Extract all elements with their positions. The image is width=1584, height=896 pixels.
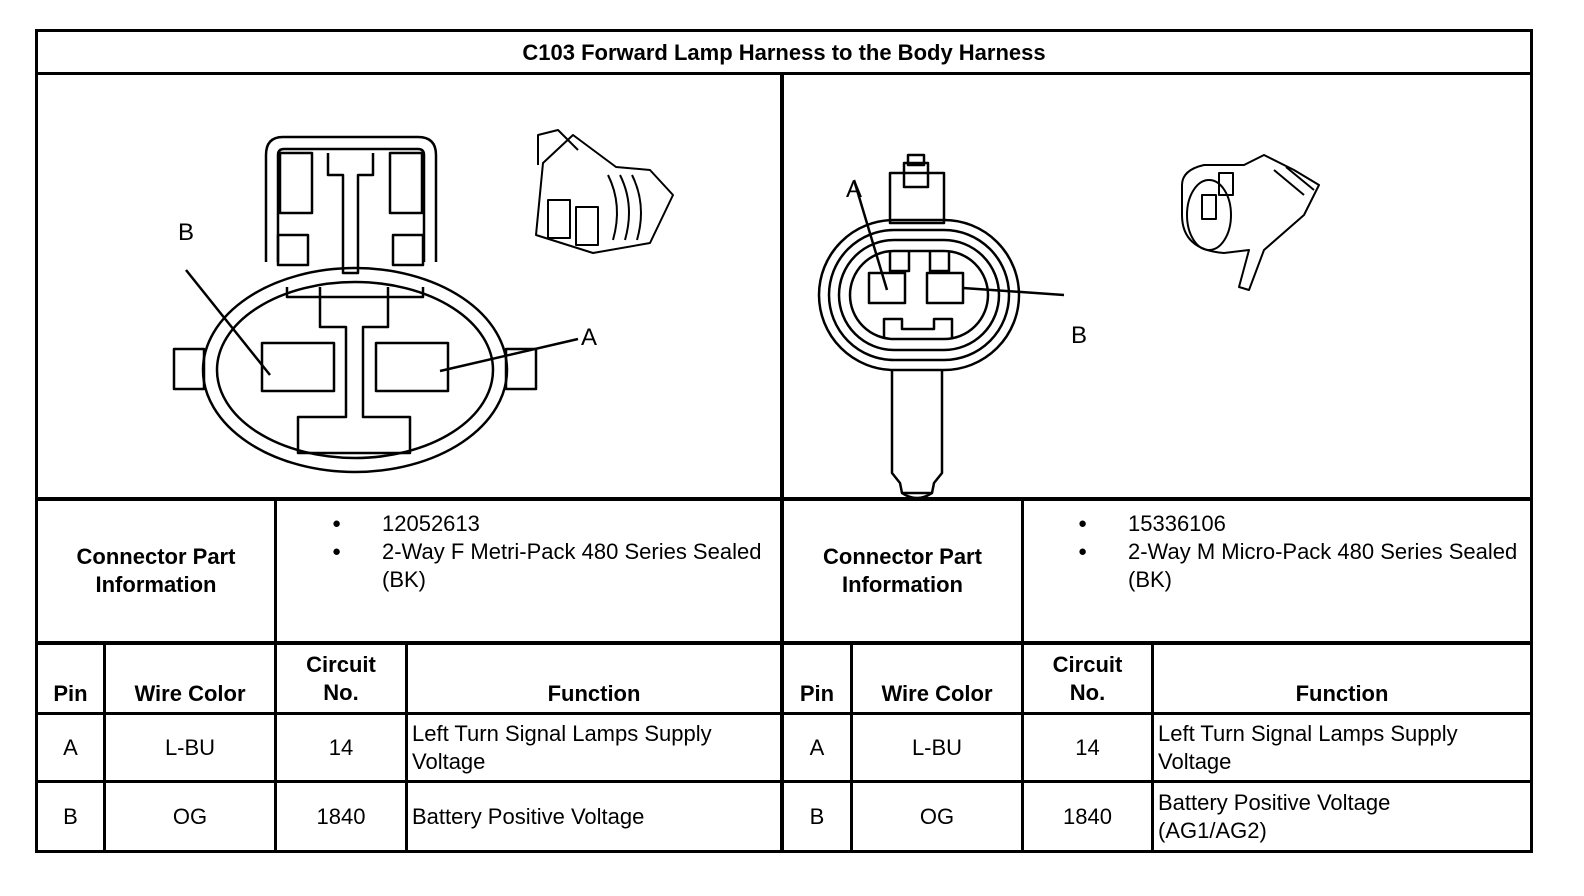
column-header-circuit: Circuit No. <box>306 651 376 705</box>
column-header-circuit: Circuit No. <box>1052 651 1123 705</box>
table-cell-function: Battery Positive Voltage (AG1/AG2) <box>1158 789 1391 843</box>
table-cell-wire-color: L-BU <box>164 734 216 760</box>
part-info-list: 15336106 2-Way M Micro-Pack 480 Series S… <box>1078 510 1518 594</box>
divider <box>103 641 106 850</box>
divider <box>1021 497 1024 850</box>
table-cell-pin: A <box>63 734 78 760</box>
connector-face-diagram-right: A B <box>817 153 1320 497</box>
pin-b-label: A <box>581 324 597 351</box>
table-cell-circuit: 14 <box>328 734 354 760</box>
table-cell-function: Left Turn Signal Lamps Supply Voltage <box>412 720 712 774</box>
divider <box>38 641 1530 645</box>
part-info-list: 12052613 2-Way F Metri-Pack 480 Series S… <box>332 510 772 594</box>
table-cell-circuit: 1840 <box>316 803 366 829</box>
divider <box>780 72 784 850</box>
divider <box>1151 641 1154 850</box>
divider <box>38 780 1530 783</box>
divider <box>850 641 853 850</box>
pin-b-label: B <box>1071 322 1087 349</box>
column-header-function: Function <box>547 681 641 706</box>
table-cell-pin: A <box>809 734 825 760</box>
page-title: C103 Forward Lamp Harness to the Body Ha… <box>522 40 1046 65</box>
table-cell-function: Left Turn Signal Lamps Supply Voltage <box>1158 720 1458 774</box>
table-cell-pin: B <box>809 803 825 829</box>
table-cell-function: Battery Positive Voltage <box>412 803 645 829</box>
connector-part-info-label: Connector Part Information <box>823 544 982 597</box>
connector-face-diagram-left: B A <box>172 129 674 474</box>
column-header-wire-color: Wire Color <box>134 681 246 706</box>
divider <box>274 497 277 850</box>
table-cell-pin: B <box>63 803 78 829</box>
divider <box>38 712 1530 715</box>
connector-part-info-label: Connector Part Information <box>76 544 236 597</box>
table-cell-wire-color: L-BU <box>911 734 963 760</box>
connector-sheet: C103 Forward Lamp Harness to the Body Ha… <box>35 29 1533 853</box>
column-header-wire-color: Wire Color <box>881 681 993 706</box>
column-header-pin: Pin <box>53 681 88 706</box>
column-header-function: Function <box>1295 681 1389 706</box>
part-number: 12052613 <box>332 510 772 538</box>
column-header-pin: Pin <box>799 681 835 706</box>
pin-a-label: A <box>846 176 862 203</box>
table-cell-circuit: 1840 <box>1063 803 1112 829</box>
part-description: 2-Way F Metri-Pack 480 Series Sealed (BK… <box>332 538 772 594</box>
table-cell-circuit: 14 <box>1075 734 1100 760</box>
divider <box>38 72 1530 75</box>
table-cell-wire-color: OG <box>919 803 955 829</box>
divider <box>38 497 1530 501</box>
pin-a-label: B <box>178 219 194 246</box>
divider <box>405 641 408 850</box>
part-number: 15336106 <box>1078 510 1518 538</box>
table-cell-wire-color: OG <box>172 803 208 829</box>
part-description: 2-Way M Micro-Pack 480 Series Sealed (BK… <box>1078 538 1518 594</box>
